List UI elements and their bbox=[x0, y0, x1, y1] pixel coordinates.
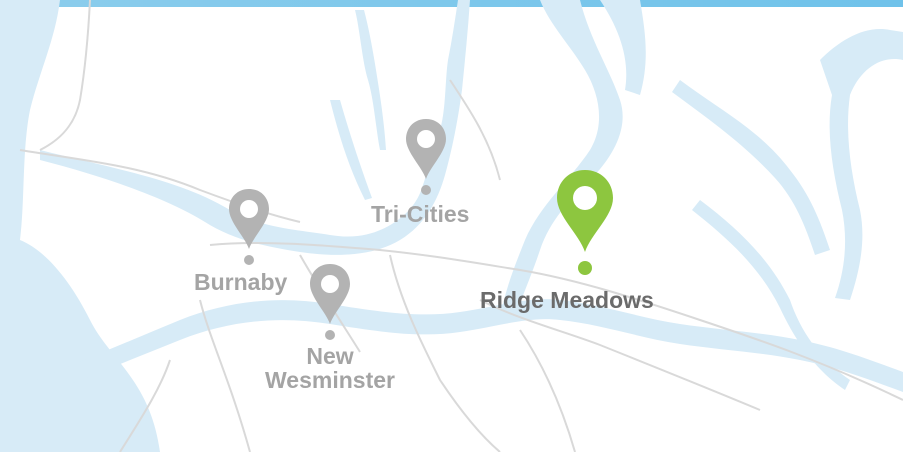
river-east-water bbox=[692, 200, 850, 390]
tri-cities-label[interactable]: Tri-Cities bbox=[371, 201, 470, 227]
map-pin-icon bbox=[406, 119, 446, 195]
inlet-water bbox=[40, 0, 470, 255]
burnaby-pin[interactable] bbox=[227, 187, 271, 267]
map-pin-icon bbox=[557, 170, 613, 275]
ridge-meadows-label[interactable]: Ridge Meadows bbox=[480, 287, 654, 313]
north-shore-creek bbox=[330, 100, 372, 200]
alouette-lake-water bbox=[672, 80, 830, 255]
map-pin-icon bbox=[310, 264, 350, 340]
new-westminster-label[interactable]: New Wesminster bbox=[250, 344, 410, 392]
stave-lake-water bbox=[820, 29, 903, 301]
new-westminster-label-line1: New bbox=[306, 343, 354, 369]
bay-water bbox=[0, 260, 100, 340]
fraser-river bbox=[0, 299, 903, 415]
new-westminster-label-line2: Wesminster bbox=[265, 367, 395, 394]
burnaby-label[interactable]: Burnaby bbox=[194, 269, 288, 295]
map-pin-icon bbox=[229, 189, 269, 265]
strait-water bbox=[0, 0, 160, 452]
pitt-lake-water bbox=[500, 0, 623, 320]
pitt-upper-water bbox=[600, 0, 646, 95]
ridge-meadows-pin[interactable] bbox=[555, 168, 615, 278]
new-westminster-pin[interactable] bbox=[308, 262, 352, 342]
tri-cities-pin[interactable] bbox=[404, 117, 448, 197]
indian-arm-water bbox=[355, 10, 386, 150]
top-accent-bar bbox=[0, 0, 903, 7]
